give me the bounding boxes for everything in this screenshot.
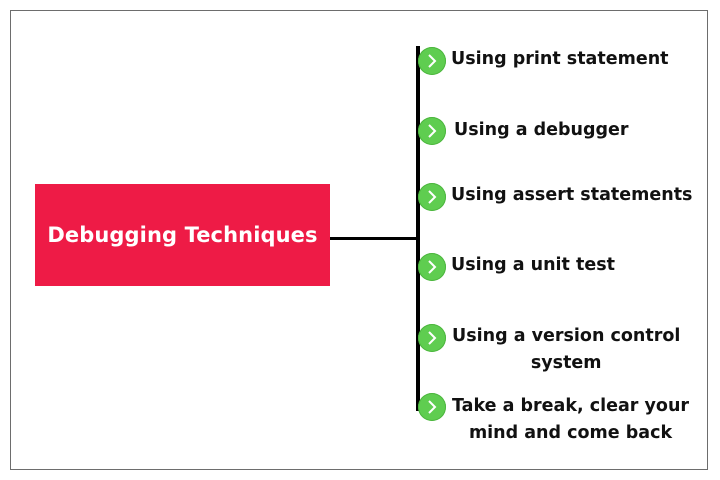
chevron-right-icon <box>418 183 446 211</box>
branch-item-line: Using print statement <box>451 49 669 69</box>
branch-item-version-control: Using a version control system <box>452 323 680 377</box>
branch-item-take-a-break: Take a break, clear your mind and come b… <box>452 393 689 447</box>
branch-item-line: Using assert statements <box>451 185 693 205</box>
central-topic-label: Debugging Techniques <box>47 223 318 247</box>
branch-item-line: Using a version control <box>452 326 681 346</box>
branch-item-line: Using a unit test <box>451 255 615 275</box>
branch-item-print-statement: Using print statement <box>451 46 669 73</box>
central-topic-box: Debugging Techniques <box>35 184 330 286</box>
chevron-right-icon <box>418 117 446 145</box>
connector-line <box>330 237 417 240</box>
chevron-right-icon <box>418 324 446 352</box>
chevron-right-icon <box>418 253 446 281</box>
chevron-right-icon <box>418 393 446 421</box>
diagram-frame <box>10 10 708 470</box>
branch-item-line: mind and come back <box>468 423 673 443</box>
branch-item-line: system <box>530 353 602 373</box>
branch-trunk-line <box>416 46 420 411</box>
chevron-right-icon <box>418 47 446 75</box>
branch-item-unit-test: Using a unit test <box>451 252 615 279</box>
branch-item-line: Using a debugger <box>454 120 629 140</box>
branch-item-line: Take a break, clear your <box>452 396 690 416</box>
branch-item-debugger: Using a debugger <box>454 117 629 144</box>
branch-item-assert-statements: Using assert statements <box>451 182 692 209</box>
